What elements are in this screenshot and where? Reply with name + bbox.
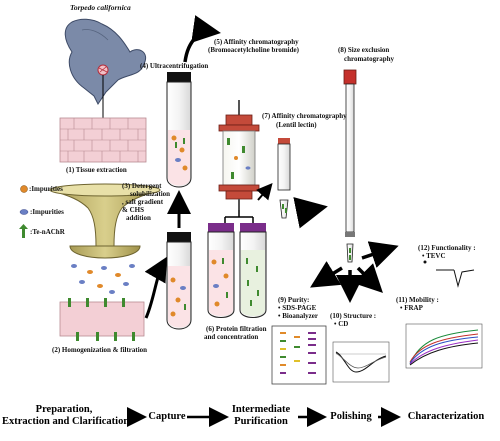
step-detergent-line-3: , salt gradient <box>122 198 164 206</box>
arrow-homog-to-tube <box>144 256 167 319</box>
stage-preparation-line-2: Extraction and Clarification <box>2 416 130 427</box>
organism-label: Torpedo californica <box>70 3 131 12</box>
legend-swatches <box>19 185 29 238</box>
step-detergent-line-5: addition <box>126 214 151 222</box>
arrow-to-purity <box>310 261 343 288</box>
stage-preparation-line-1: Preparation, <box>35 404 93 415</box>
step-filtration-line-2: and concentration <box>204 333 259 341</box>
step-mobility-title: (11) Mobility : <box>396 296 439 304</box>
stage-capture: Capture <box>148 411 186 422</box>
step-filtration-line-1: (6) Protein filtration <box>206 325 267 333</box>
legend-label-impurities-orange: :Impurities <box>29 185 63 193</box>
arrow-to-affinity <box>183 15 221 63</box>
legend-label-impurities-blue: :Impurities <box>30 208 64 216</box>
arrow-to-lentil <box>256 182 273 201</box>
step-purity-method-2-text: Bioanalyzer <box>282 312 318 320</box>
step-affinity-1-line-2: (Bromoacetylcholine bromide) <box>208 46 299 54</box>
step-affinity-1-line-1: (5) Affinity chromatography <box>214 38 299 46</box>
centrifuge-tube-bottom <box>166 232 192 330</box>
step-size-exclusion-line-2: chromatography <box>344 55 395 63</box>
stage-intermediate-purification: Intermediate Purification <box>226 404 296 428</box>
centrifuge-tube-top <box>166 72 192 188</box>
stage-characterization: Characterization <box>407 411 485 422</box>
step-tissue-extraction: (1) Tissue extraction <box>66 166 127 174</box>
legend-label-te-nachr: :Te-nAChR <box>30 228 65 236</box>
funnel-particles <box>71 264 135 294</box>
step-mobility-method: • FRAP <box>400 304 423 312</box>
flow-arrows <box>127 15 401 427</box>
cd-spectrum-panel <box>332 341 390 383</box>
step-structure-method: • CD <box>334 320 349 328</box>
filtration-tube-right <box>239 223 267 318</box>
column-split-connector <box>224 210 254 223</box>
step-mobility-method-text: FRAP <box>404 304 423 312</box>
filtration-tube-left <box>207 223 235 318</box>
step-ultracentrifugation: (4) Ultracentrifugation <box>140 62 209 70</box>
step-affinity-2-line-2: (Lentil lectin) <box>276 121 317 129</box>
affinity-column-bromoacetylcholine <box>218 100 260 210</box>
legend-swatch-orange <box>20 185 28 193</box>
step-purity-method-1-text: SDS-PAGE <box>282 304 317 312</box>
filtration-funnel <box>49 183 161 259</box>
step-functionality: (12) Functionality : • TEVC <box>418 244 476 260</box>
step-detergent-line-1: (3) Detergent <box>122 182 162 190</box>
step-purity-method-1: • SDS-PAGE <box>278 304 317 312</box>
membrane-block <box>59 298 145 341</box>
step-detergent-line-2: solubilization <box>130 190 171 198</box>
step-purity-method-2: • Bioanalyzer <box>278 312 318 320</box>
step-functionality-title: (12) Functionality : <box>418 244 476 252</box>
stage-intermediate-line-1: Intermediate <box>231 404 291 415</box>
arrow-to-functionality <box>361 241 399 268</box>
step-purity-title: (9) Purity: <box>278 296 310 304</box>
stage-intermediate-line-2: Purification <box>234 416 288 427</box>
tevc-trace-panel <box>423 260 475 288</box>
step-homogenization: (2) Homogenization & filtration <box>52 346 148 354</box>
step-structure-title: (10) Structure : <box>330 312 377 320</box>
arrow-to-mobility <box>353 263 383 293</box>
step-mobility: (11) Mobility : • FRAP <box>396 296 439 312</box>
step-structure: (10) Structure : • CD <box>330 312 376 328</box>
step-purity: (9) Purity: • SDS-PAGE • Bioanalyzer <box>278 296 318 320</box>
step-functionality-method: • TEVC <box>422 252 446 260</box>
step-size-exclusion-line-1: (8) Size exclusion <box>338 46 390 54</box>
step-detergent: (3) Detergent solubilization , salt grad… <box>122 182 170 222</box>
legend-swatch-blue <box>19 209 29 215</box>
frap-curve-panel <box>405 323 483 369</box>
torpedo-ray-illustration <box>64 18 146 105</box>
stage-polishing: Polishing <box>330 411 372 422</box>
step-structure-method-text: CD <box>338 320 349 328</box>
step-functionality-method-text: TEVC <box>426 252 446 260</box>
legend-swatch-green <box>19 224 28 238</box>
size-exclusion-column <box>343 69 357 263</box>
tissue-block <box>59 117 147 163</box>
sds-page-gel-panel <box>271 325 327 385</box>
arrow-to-size-exclusion <box>293 197 328 229</box>
lentil-lectin-column <box>277 138 291 219</box>
stage-preparation: Preparation, Extraction and Clarificatio… <box>2 404 130 428</box>
step-detergent-line-4: & CHS <box>122 206 144 214</box>
step-affinity-2-line-1: (7) Affinity chromatography <box>262 112 347 120</box>
